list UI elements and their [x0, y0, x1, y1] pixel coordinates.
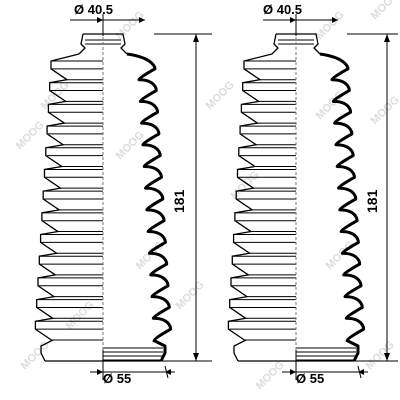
- watermark-text: MOOG: [229, 169, 262, 202]
- length-dimension-right: 181: [347, 33, 398, 362]
- length-label-left: 181: [171, 189, 187, 213]
- bottom-diameter-dimension-right: Ø 55: [282, 350, 368, 386]
- top-diameter-label-left: Ø 40.5: [74, 2, 113, 17]
- watermark-text: MOOG: [14, 119, 47, 152]
- top-diameter-dimension-right: Ø 40.5: [263, 2, 338, 36]
- watermark-text: MOOG: [369, 0, 400, 22]
- length-dimension-left: 181: [154, 33, 212, 362]
- watermark-text: MOOG: [369, 94, 400, 127]
- bottom-diameter-dimension-left: Ø 55: [90, 350, 175, 386]
- watermark-text: MOOG: [19, 339, 52, 372]
- watermark-text: MOOG: [314, 9, 347, 42]
- watermark-text: MOOG: [254, 359, 287, 392]
- watermark-text: MOOG: [174, 279, 207, 312]
- boot-drawing-right: Ø 40.5 Ø 55 181: [227, 2, 398, 386]
- watermark-layer: MOOG MOOG MOOG MOOG MOOG MOOG MOOG MOOG MOOG MOOG…: [14, 0, 400, 392]
- boot-outline-left: [34, 32, 173, 363]
- bottom-diameter-label-left: Ø 55: [103, 371, 131, 386]
- top-diameter-dimension-left: Ø 40.5: [70, 2, 145, 36]
- watermark-text: MOOG: [204, 79, 237, 112]
- boot-drawing-left: Ø 40.5 Ø 55 181: [34, 2, 212, 386]
- watermark-text: MOOG: [64, 299, 97, 332]
- boot-outline-right: [227, 32, 366, 363]
- watermark-text: MOOG: [114, 9, 147, 42]
- length-label-right: 181: [364, 189, 380, 213]
- bottom-diameter-label-right: Ø 55: [296, 371, 324, 386]
- watermark-text: MOOG: [39, 79, 72, 112]
- watermark-text: MOOG: [364, 339, 397, 372]
- top-diameter-label-right: Ø 40.5: [263, 2, 302, 17]
